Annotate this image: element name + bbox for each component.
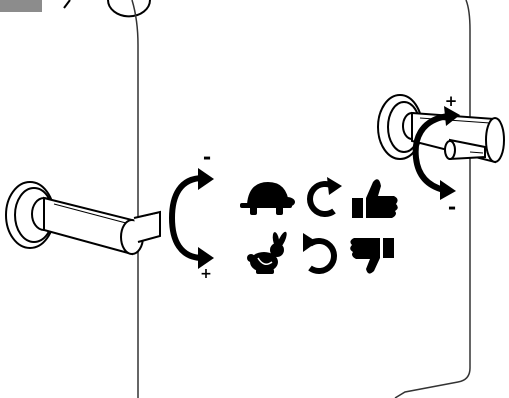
right-arrowhead-top <box>444 106 460 126</box>
counterclockwise-arrow-icon <box>303 233 337 274</box>
rabbit-icon <box>247 231 287 274</box>
door-panel <box>131 0 471 398</box>
left-arrowhead-bottom <box>198 247 214 269</box>
right-top-sign: + <box>445 92 458 110</box>
left-bottom-sign: + <box>200 266 212 282</box>
right-arrowhead-bottom <box>440 180 456 200</box>
right-door-handle <box>377 94 505 164</box>
left-arrowhead-top <box>198 168 214 190</box>
clockwise-arrow-icon <box>307 177 342 217</box>
left-rotation-arrow <box>168 175 204 261</box>
right-rotation-indicator: + - <box>412 92 460 219</box>
thumbs-down-icon <box>350 238 394 274</box>
left-top-sign: - <box>203 145 211 169</box>
right-bottom-sign: - <box>448 195 456 219</box>
left-rotation-indicator: - + <box>168 145 214 282</box>
right-rotation-arrow <box>412 113 449 193</box>
cropped-circle <box>107 0 151 18</box>
corner-tab <box>0 0 42 12</box>
turtle-icon <box>240 182 295 215</box>
left-door-handle <box>5 181 161 256</box>
cropped-mark <box>63 0 71 9</box>
thumbs-up-icon <box>352 179 398 218</box>
